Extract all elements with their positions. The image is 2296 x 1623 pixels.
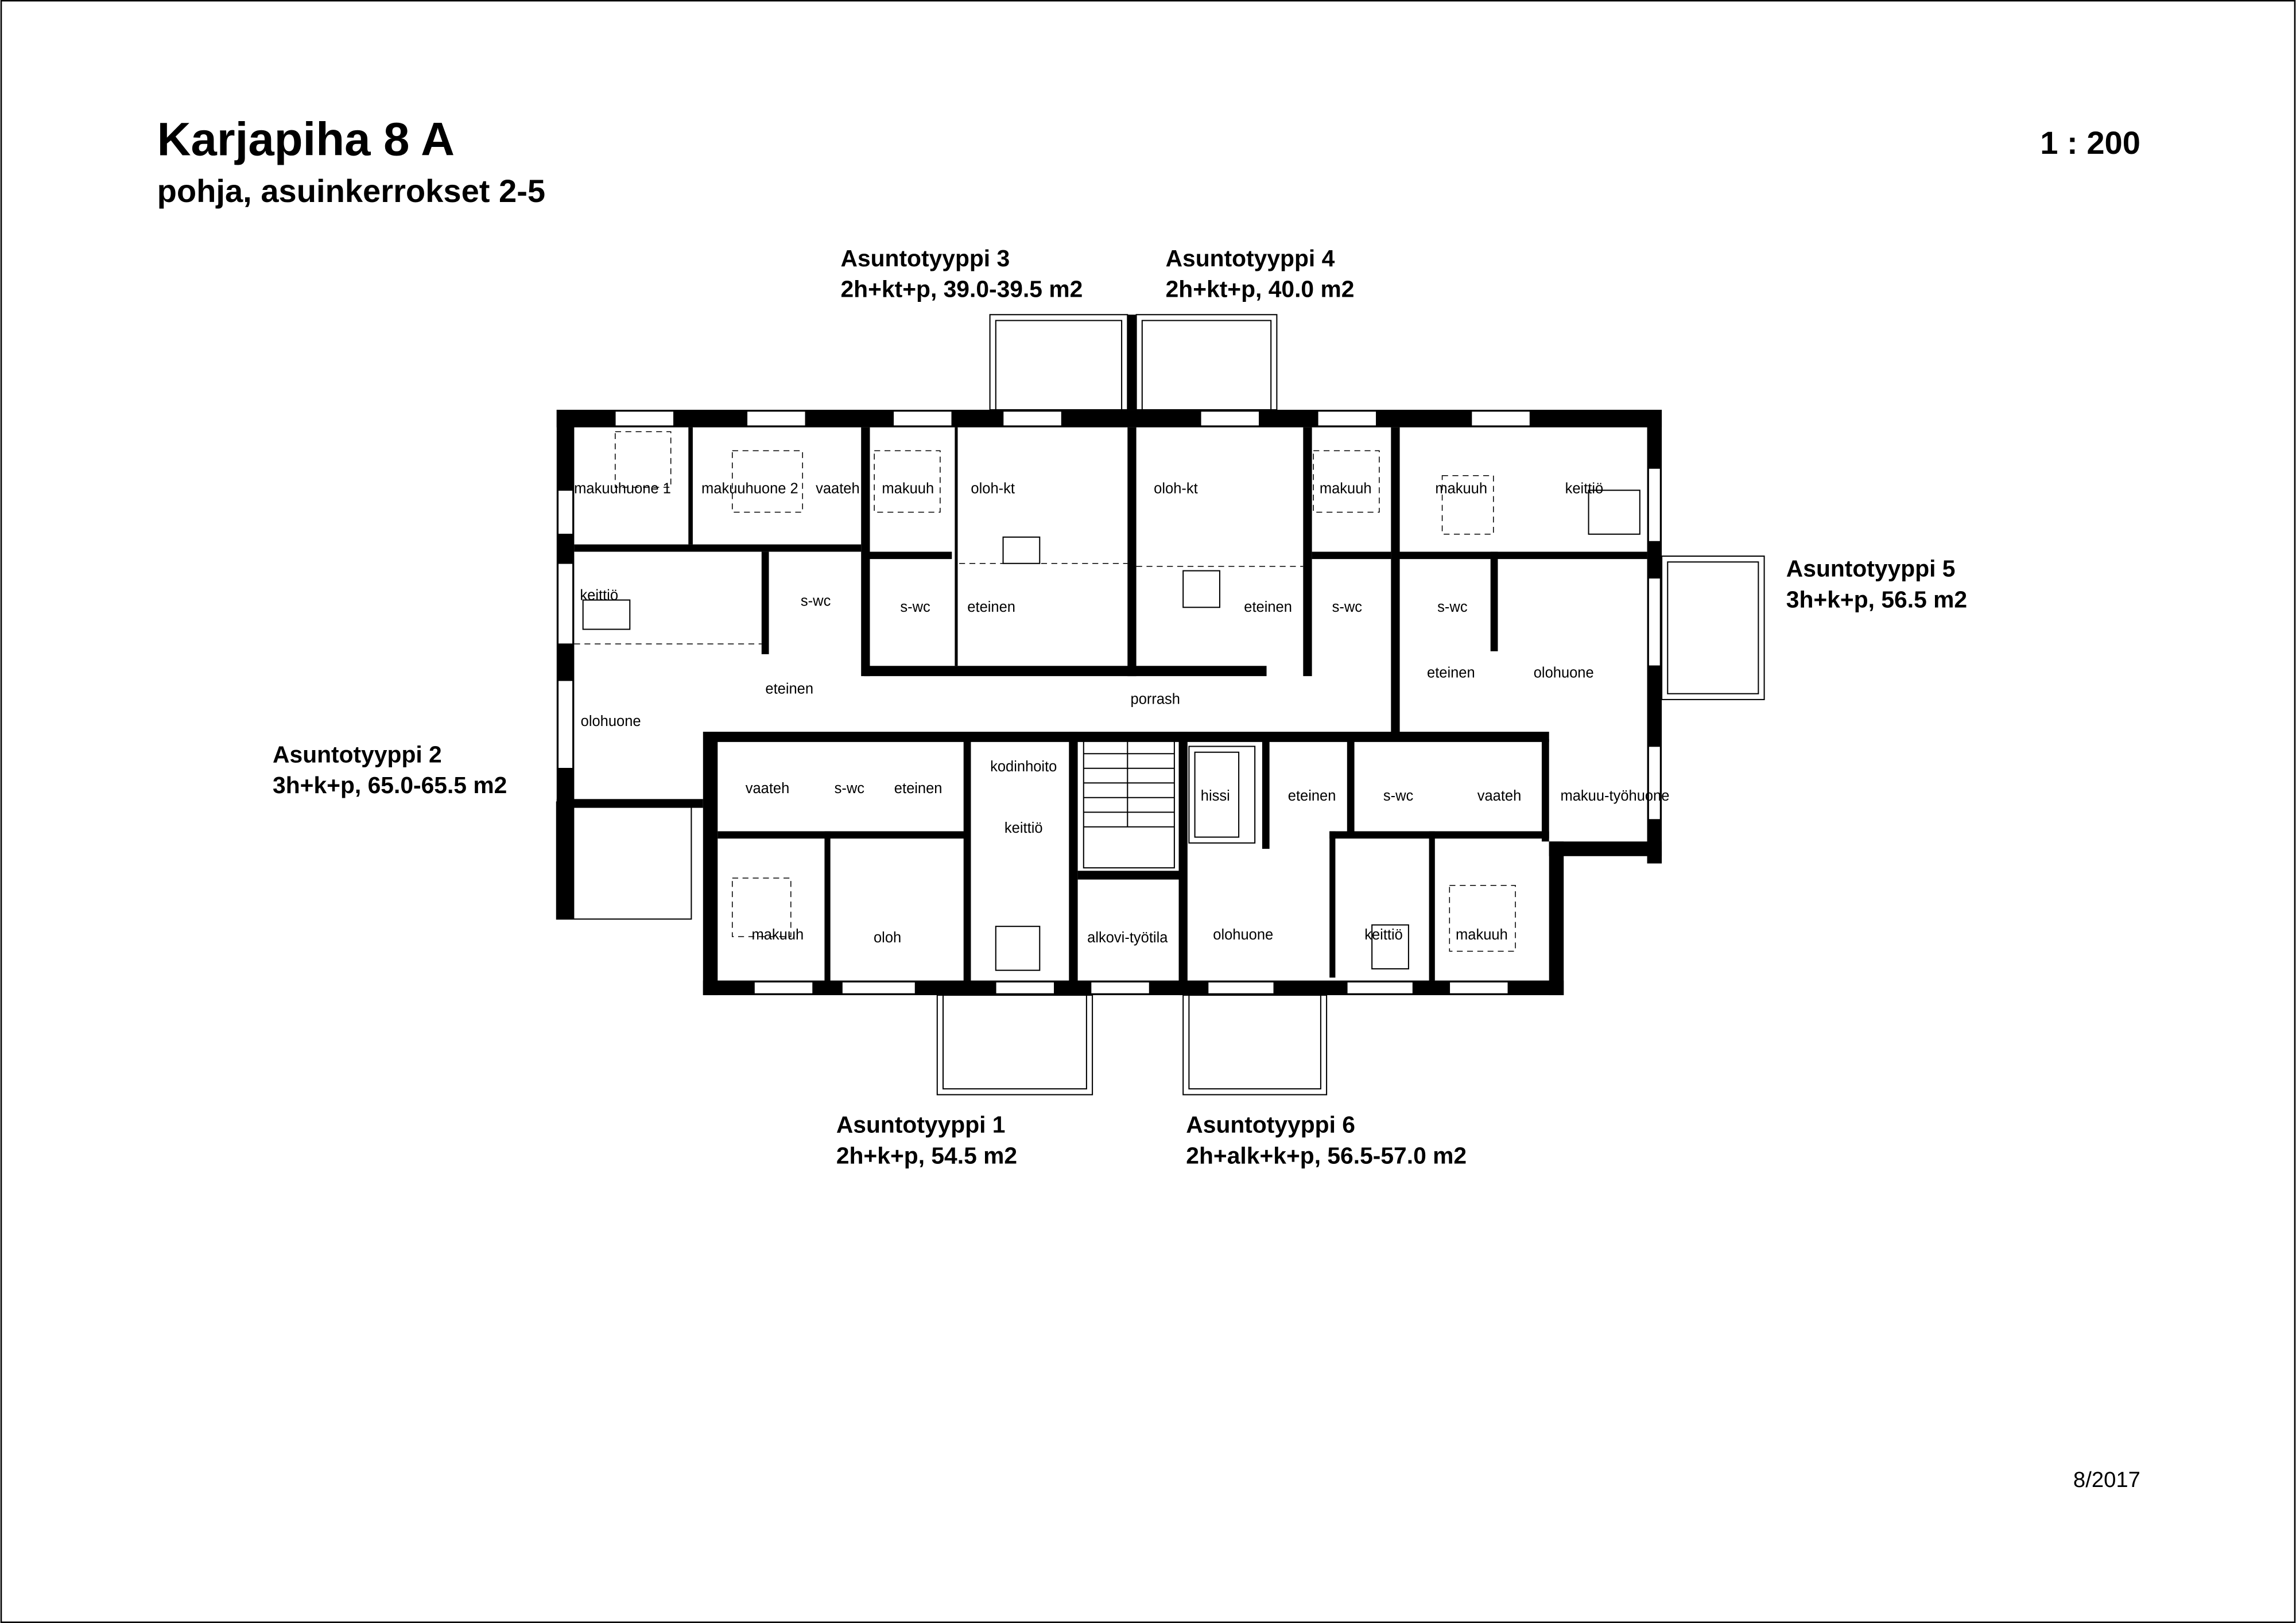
elevator bbox=[1188, 746, 1256, 844]
room-label: keittiö bbox=[1004, 820, 1043, 836]
staircase bbox=[1083, 738, 1175, 869]
svg-text:3h+k+p, 56.5 m2: 3h+k+p, 56.5 m2 bbox=[1786, 586, 1967, 612]
room-label: makuuhuone 1 bbox=[574, 480, 671, 496]
svg-text:Asuntotyyppi 1: Asuntotyyppi 1 bbox=[836, 1112, 1006, 1138]
svg-text:Asuntotyyppi 4: Asuntotyyppi 4 bbox=[1166, 245, 1335, 271]
room-label: s-wc bbox=[835, 781, 865, 797]
svg-text:2h+kt+p, 40.0 m2: 2h+kt+p, 40.0 m2 bbox=[1166, 276, 1355, 302]
type-label-1: Asuntotyyppi 1 2h+k+p, 54.5 m2 bbox=[836, 1112, 1017, 1169]
room-label: eteinen bbox=[1288, 788, 1336, 804]
room-label: eteinen bbox=[765, 681, 813, 697]
room-label: eteinen bbox=[894, 781, 943, 797]
room-label: makuuh bbox=[1456, 927, 1508, 943]
windows bbox=[557, 410, 1661, 995]
type-label-6: Asuntotyyppi 6 2h+alk+k+p, 56.5-57.0 m2 bbox=[1186, 1112, 1467, 1169]
room-label: keittiö bbox=[1565, 480, 1604, 496]
type-label-2: Asuntotyyppi 2 3h+k+p, 65.0-65.5 m2 bbox=[273, 741, 507, 799]
room-label: vaateh bbox=[746, 781, 790, 797]
svg-text:Asuntotyyppi 5: Asuntotyyppi 5 bbox=[1786, 556, 1956, 582]
furniture bbox=[574, 431, 1640, 971]
room-label: makuuh bbox=[751, 927, 804, 943]
type-label-5: Asuntotyyppi 5 3h+k+p, 56.5 m2 bbox=[1786, 556, 1967, 613]
room-label: s-wc bbox=[1437, 599, 1468, 615]
svg-text:Asuntotyyppi 3: Asuntotyyppi 3 bbox=[840, 245, 1010, 271]
room-label: makuu-työhuone bbox=[1560, 788, 1669, 804]
room-label: olohuone bbox=[1534, 665, 1594, 681]
room-label: s-wc bbox=[1383, 788, 1414, 804]
room-label: oloh-kt bbox=[971, 480, 1015, 496]
type-label-4: Asuntotyyppi 4 2h+kt+p, 40.0 m2 bbox=[1166, 245, 1355, 302]
room-label: eteinen bbox=[1244, 599, 1292, 615]
room-label: olohuone bbox=[1213, 927, 1273, 943]
room-label: s-wc bbox=[1332, 599, 1363, 615]
room-label: olohuone bbox=[581, 713, 641, 729]
room-labels: makuuhuone 1 makuuhuone 2 vaateh makuuh … bbox=[574, 480, 1669, 946]
room-label: makuuh bbox=[1320, 480, 1372, 496]
subtitle: pohja, asuinkerrokset 2-5 bbox=[157, 173, 546, 209]
title: Karjapiha 8 A bbox=[157, 113, 455, 165]
room-label: oloh-kt bbox=[1154, 480, 1198, 496]
svg-text:2h+alk+k+p, 56.5-57.0 m2: 2h+alk+k+p, 56.5-57.0 m2 bbox=[1186, 1142, 1467, 1168]
room-label: s-wc bbox=[900, 599, 930, 615]
type-label-3: Asuntotyyppi 3 2h+kt+p, 39.0-39.5 m2 bbox=[840, 245, 1083, 302]
room-label: eteinen bbox=[1427, 665, 1475, 681]
room-label: alkovi-työtila bbox=[1087, 930, 1168, 946]
room-label: kodinhoito bbox=[990, 759, 1057, 775]
room-label: porrash bbox=[1131, 692, 1180, 708]
room-label: eteinen bbox=[967, 599, 1015, 615]
svg-text:2h+kt+p, 39.0-39.5 m2: 2h+kt+p, 39.0-39.5 m2 bbox=[840, 276, 1083, 302]
svg-text:2h+k+p, 54.5 m2: 2h+k+p, 54.5 m2 bbox=[836, 1142, 1017, 1168]
room-label: vaateh bbox=[1477, 788, 1522, 804]
room-label: oloh bbox=[874, 930, 901, 946]
svg-text:3h+k+p, 65.0-65.5 m2: 3h+k+p, 65.0-65.5 m2 bbox=[273, 772, 507, 798]
date-label: 8/2017 bbox=[2073, 1467, 2140, 1492]
room-label: vaateh bbox=[816, 480, 860, 496]
svg-text:Asuntotyyppi 2: Asuntotyyppi 2 bbox=[273, 741, 442, 768]
scale-label: 1 : 200 bbox=[2040, 125, 2140, 161]
room-label: makuuh bbox=[1435, 480, 1487, 496]
room-label: makuuh bbox=[882, 480, 934, 496]
room-label: s-wc bbox=[801, 593, 831, 609]
room-label: keittiö bbox=[1364, 927, 1403, 943]
room-label: makuuhuone 2 bbox=[701, 480, 798, 496]
svg-text:Asuntotyyppi 6: Asuntotyyppi 6 bbox=[1186, 1112, 1355, 1138]
room-label: keittiö bbox=[580, 588, 618, 604]
room-label: hissi bbox=[1201, 788, 1230, 804]
